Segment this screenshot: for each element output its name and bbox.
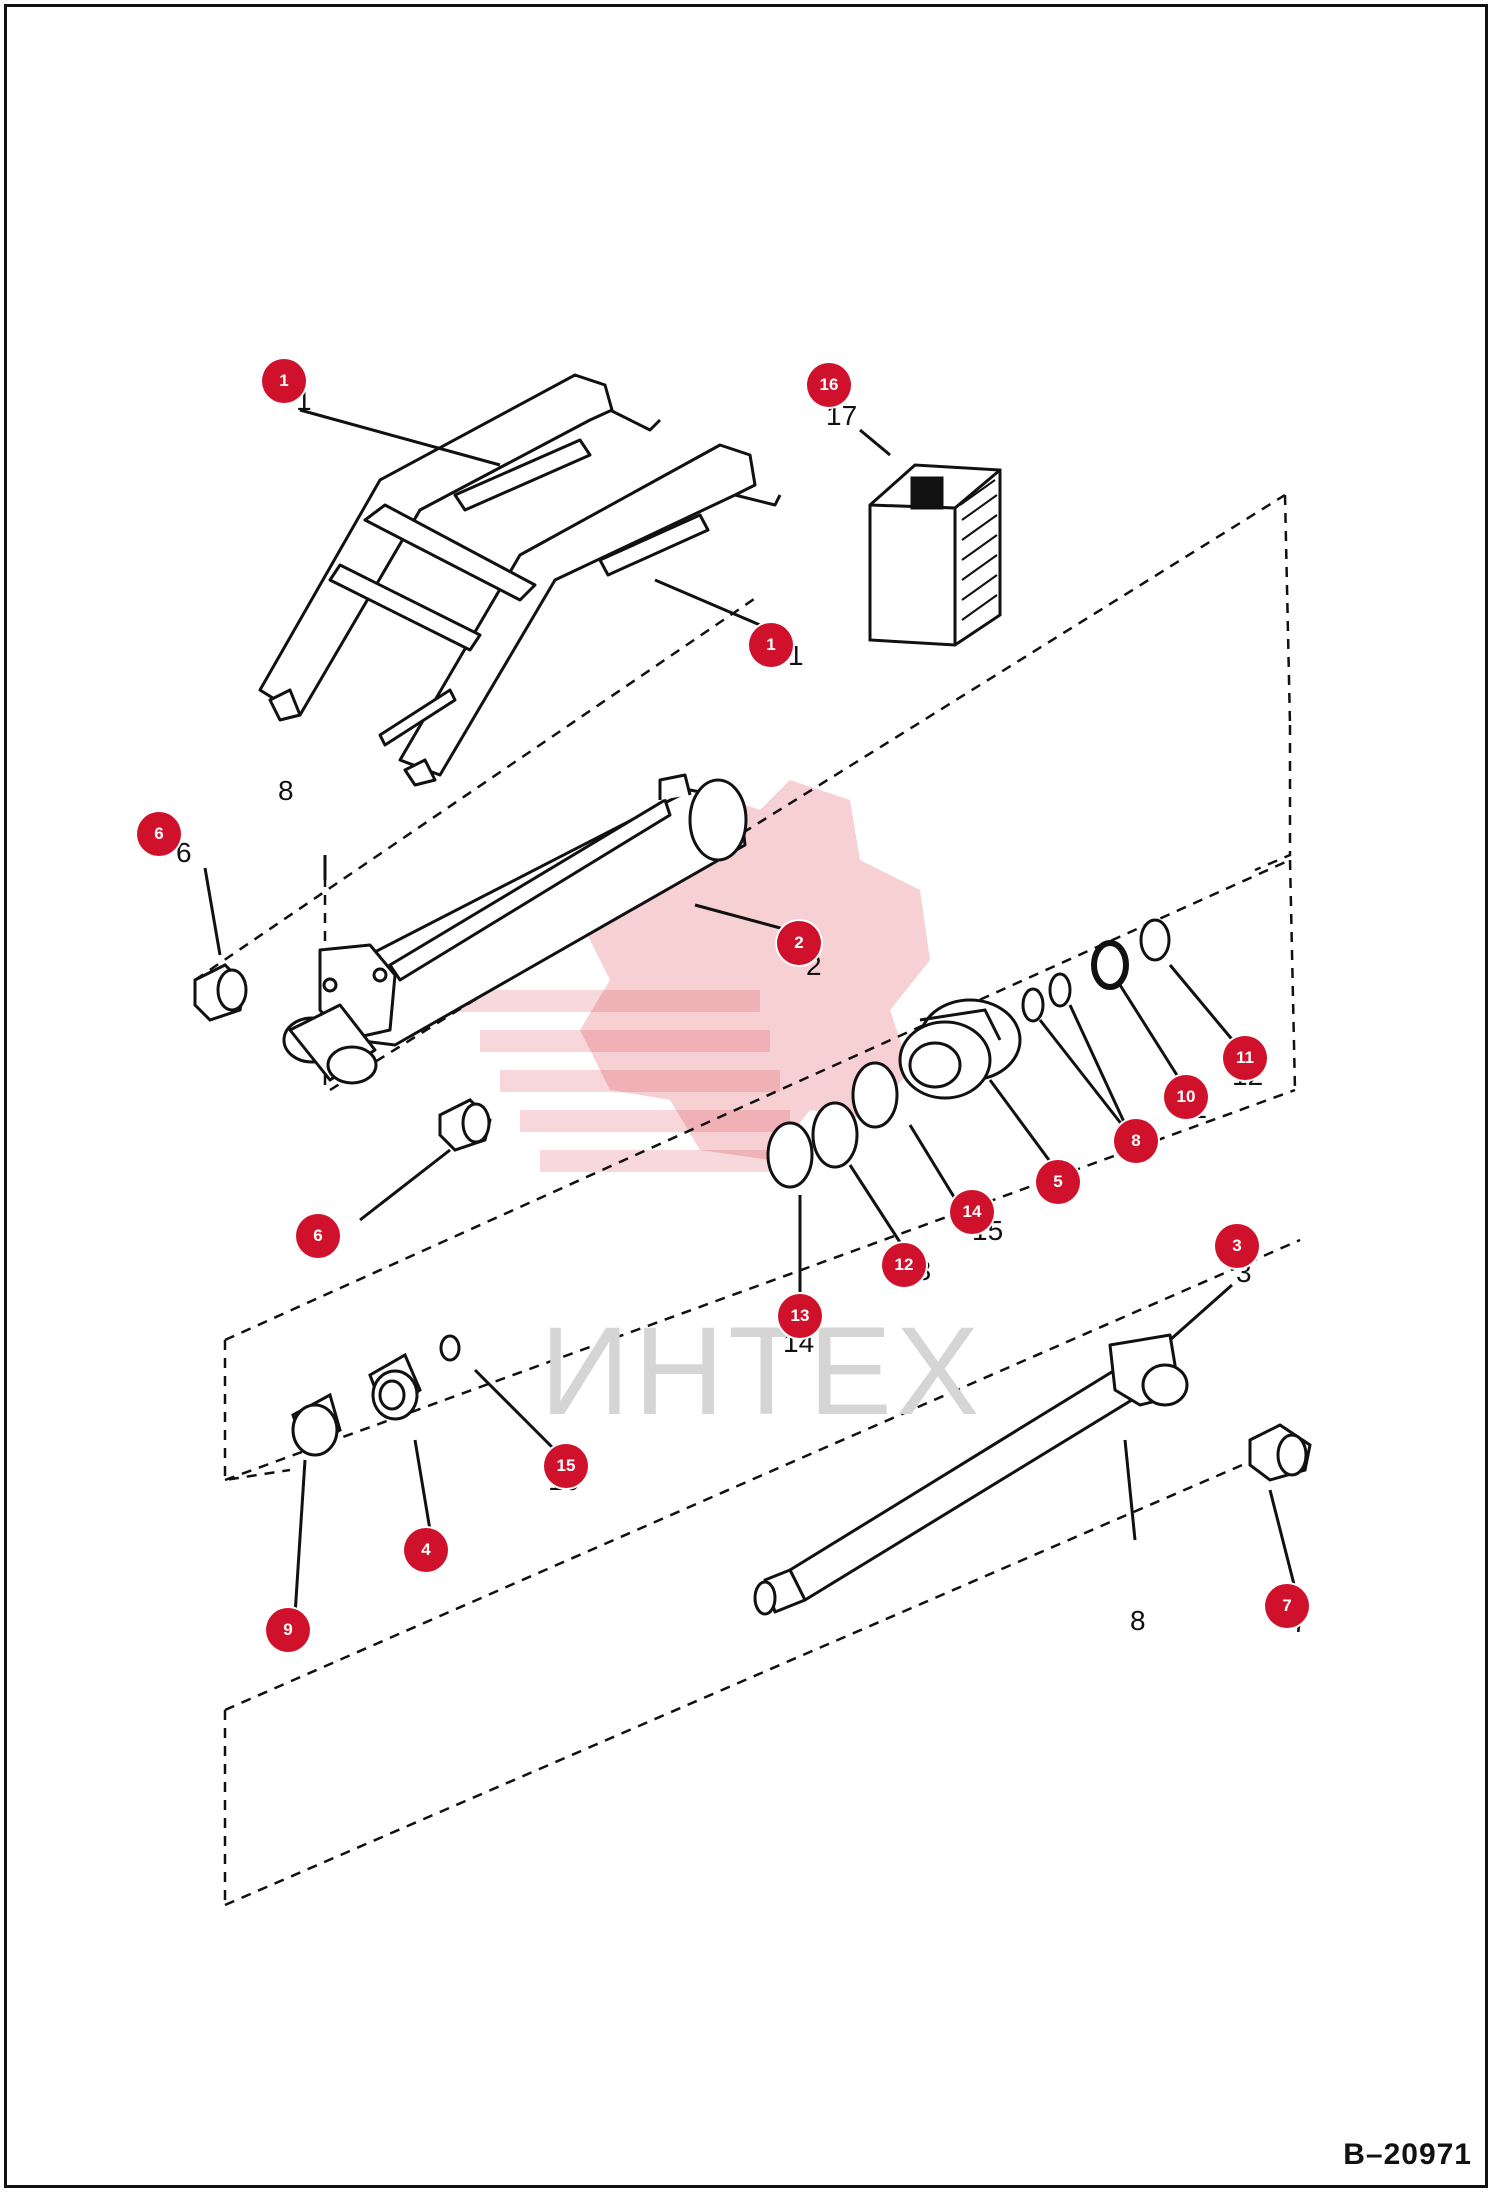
bushings (193, 963, 1312, 1482)
callout-marker-11[interactable]: 11 (1223, 1036, 1267, 1080)
cylinder-head-parts (291, 1334, 461, 1457)
part-number-label: 8 (278, 775, 294, 806)
decal-pack (868, 463, 1002, 647)
callout-marker-6[interactable]: 6 (296, 1214, 340, 1258)
callout-marker-15[interactable]: 15 (544, 1444, 588, 1488)
cylinder-barrel (282, 773, 748, 1085)
callout-marker-14[interactable]: 14 (950, 1190, 994, 1234)
callout-marker-2[interactable]: 2 (777, 921, 821, 965)
callout-marker-5[interactable]: 5 (1036, 1160, 1080, 1204)
callout-marker-10[interactable]: 10 (1164, 1075, 1208, 1119)
callout-marker-8[interactable]: 8 (1114, 1119, 1158, 1163)
watermark-text: ИНТЕХ (540, 1302, 984, 1441)
callout-marker-6[interactable]: 6 (137, 812, 181, 856)
cylinder-rod (753, 1333, 1189, 1616)
leader-lines (203, 408, 1300, 1616)
drawing-number: B–20971 (1343, 2138, 1472, 2171)
callout-marker-16[interactable]: 16 (807, 363, 851, 407)
callout-marker-3[interactable]: 3 (1215, 1224, 1259, 1268)
callout-marker-1[interactable]: 1 (262, 359, 306, 403)
dashed-guides (194, 493, 1301, 1907)
part-number-label: 8 (1130, 1605, 1146, 1636)
watermark-stripes (460, 990, 800, 1172)
callout-marker-1[interactable]: 1 (749, 623, 793, 667)
callout-marker-12[interactable]: 12 (882, 1243, 926, 1287)
drawing-frame (4, 4, 1488, 2188)
callout-marker-7[interactable]: 7 (1265, 1584, 1309, 1628)
loader-frame (258, 373, 782, 787)
callout-marker-9[interactable]: 9 (266, 1608, 310, 1652)
part-number-label: 6 (176, 837, 192, 868)
piston-and-seals (766, 918, 1171, 1189)
callout-marker-13[interactable]: 13 (778, 1294, 822, 1338)
callout-marker-4[interactable]: 4 (404, 1528, 448, 1572)
